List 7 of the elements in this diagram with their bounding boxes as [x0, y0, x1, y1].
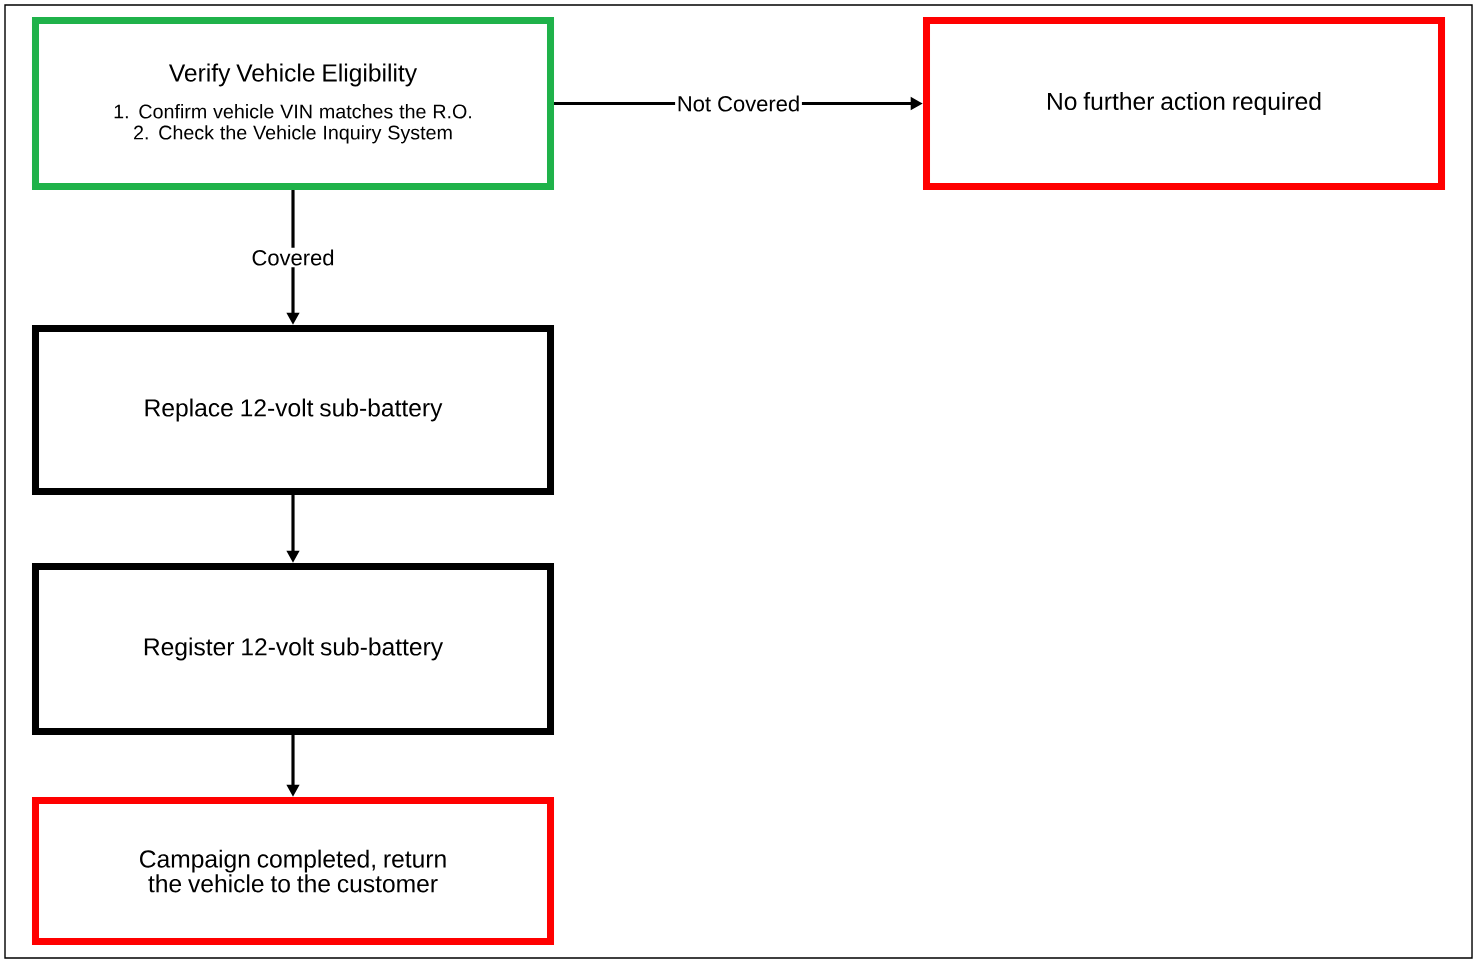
edge-label: Not Covered [675, 93, 802, 114]
end-box: No further action required [923, 17, 1446, 191]
process-box: Replace 12-volt sub-battery [32, 325, 554, 496]
process-box: Register 12-volt sub-battery [32, 563, 554, 736]
end-box: Campaign completed, return the vehicle to the customer [32, 797, 554, 946]
edge-label: Covered [249, 247, 337, 268]
eligibility-box: Verify Vehicle Eligibility 1. Confirm vehicle VIN matches the R.O. 2. Check the Vehicle Inquiry System [32, 17, 554, 191]
